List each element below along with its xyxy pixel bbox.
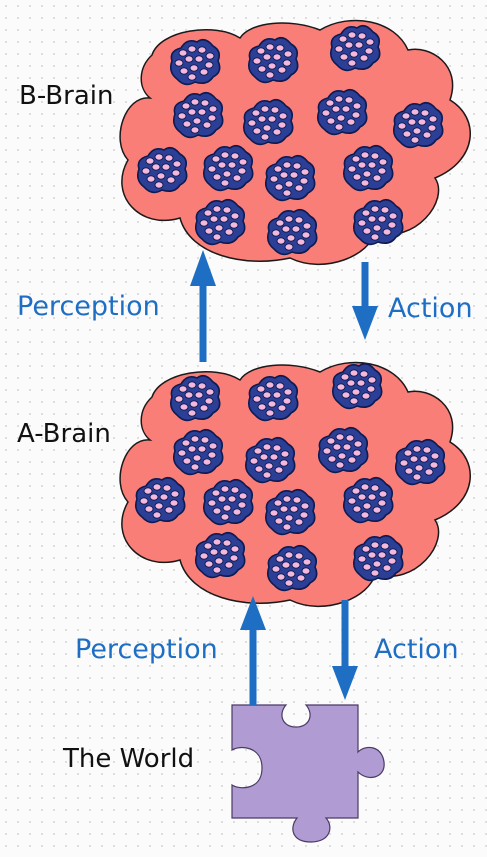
- the-world-label: The World: [62, 744, 194, 774]
- arrow-perception-lower: [240, 596, 266, 705]
- arrow-action-lower: [332, 600, 358, 700]
- world-puzzle-icon: [232, 705, 384, 842]
- b-brain-cloud: [120, 20, 470, 264]
- a-brain-label: A-Brain: [17, 419, 111, 449]
- action-lower-label: Action: [374, 634, 459, 665]
- b-brain-label: B-Brain: [19, 81, 113, 111]
- arrow-action-upper: [352, 262, 378, 340]
- perception-upper-label: Perception: [17, 291, 160, 322]
- arrow-perception-upper: [190, 250, 216, 362]
- action-upper-label: Action: [388, 293, 473, 324]
- perception-lower-label: Perception: [75, 634, 218, 665]
- a-brain-cloud: [120, 362, 470, 606]
